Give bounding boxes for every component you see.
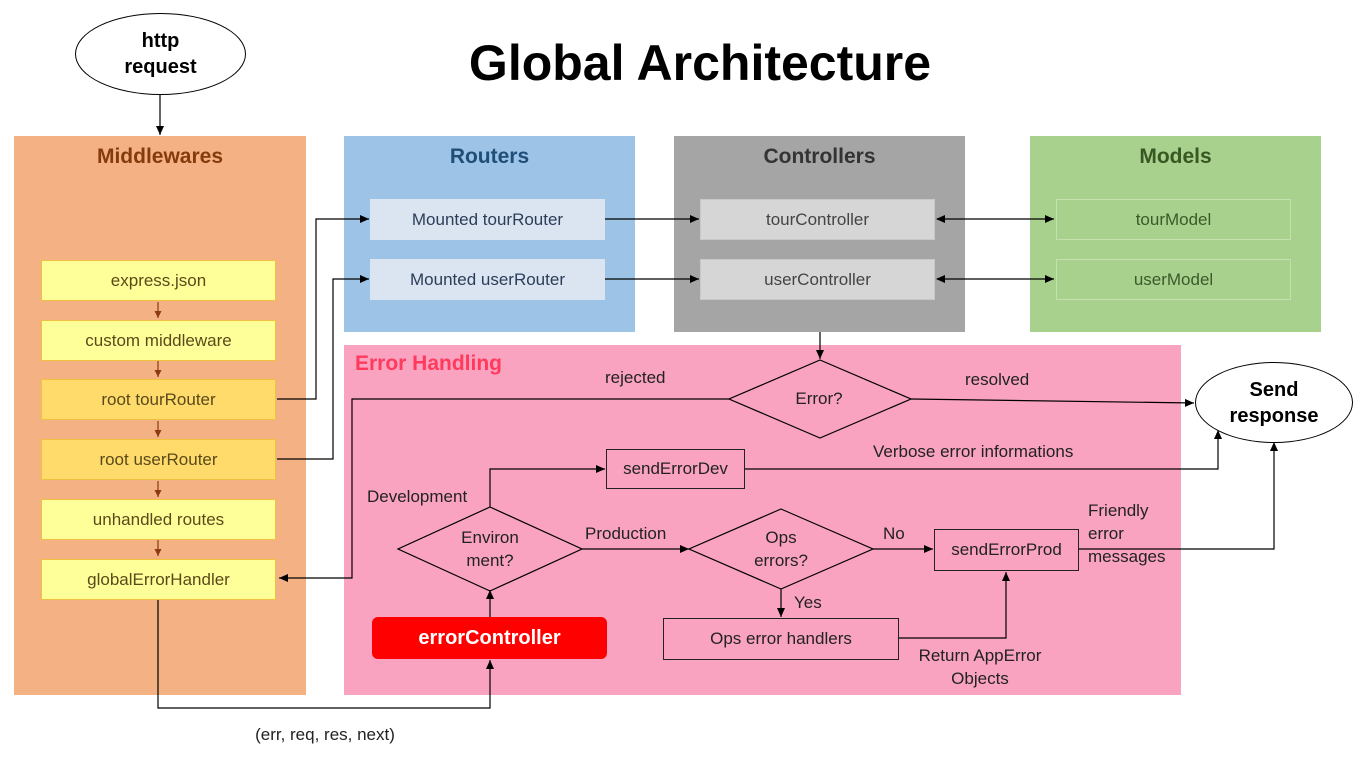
tour-controller: tourController <box>700 199 935 240</box>
environment-label-text: Environ ment? <box>461 528 519 570</box>
http-request-label: http request <box>124 30 197 78</box>
middleware-express-json: express.json <box>41 260 276 301</box>
environment-label: Environ ment? <box>440 527 540 573</box>
middlewares-title: Middlewares <box>96 145 224 168</box>
error-controller-box: errorController <box>372 617 607 659</box>
routers-title: Routers <box>449 145 530 168</box>
verbose-label: Verbose error informations <box>873 442 1074 461</box>
send-response-label: Send response <box>1229 378 1319 427</box>
yes-label: Yes <box>794 593 822 612</box>
production-label: Production <box>585 524 667 543</box>
user-controller: userController <box>700 259 935 300</box>
signature-label: (err, req, res, next) <box>255 724 395 744</box>
ops-errors-label-text: Ops errors? <box>754 528 808 570</box>
middleware-unhandled-routes: unhandled routes <box>41 499 276 540</box>
development-label: Development <box>367 487 468 506</box>
arrow-env-to-dev <box>489 465 605 507</box>
error-handling-title: Error Handling <box>355 352 503 375</box>
middleware-global-error-handler: globalErrorHandler <box>41 559 276 600</box>
environment-diamond <box>396 506 584 592</box>
friendly-label: Friendly error messages <box>1088 500 1188 570</box>
send-response-node: Send response <box>1195 362 1353 443</box>
user-model: userModel <box>1056 259 1291 300</box>
arrow-tour-root-to-mounted <box>277 215 369 400</box>
send-error-prod-box: sendErrorProd <box>934 529 1079 571</box>
arrow-handlers-to-prod <box>899 572 1010 639</box>
arrow-prod-to-send <box>1079 442 1278 550</box>
ops-errors-diamond <box>687 508 875 590</box>
mounted-user-router: Mounted userRouter <box>370 259 605 300</box>
middleware-root-user-router: root userRouter <box>41 439 276 480</box>
send-error-dev-box: sendErrorDev <box>606 449 745 489</box>
error-diamond <box>727 359 913 439</box>
middleware-root-tour-router: root tourRouter <box>41 379 276 420</box>
arrow-handler-to-errorcontroller <box>157 600 494 709</box>
resolved-label: resolved <box>965 370 1030 389</box>
return-apperror-label: Return AppError Objects <box>905 645 1055 691</box>
middleware-custom: custom middleware <box>41 320 276 361</box>
page-title: Global Architecture <box>468 35 932 91</box>
models-title: Models <box>1139 145 1212 168</box>
http-request-node: http request <box>75 13 246 95</box>
controllers-title: Controllers <box>763 145 876 168</box>
arrow-user-root-to-mounted <box>277 275 369 460</box>
mounted-tour-router: Mounted tourRouter <box>370 199 605 240</box>
return-apperror-label-text: Return AppError Objects <box>918 646 1042 688</box>
arrow-dev-to-send <box>745 430 1222 470</box>
error-check-label: Error? <box>795 388 843 408</box>
rejected-label: rejected <box>605 368 666 387</box>
ops-error-handlers-box: Ops error handlers <box>663 618 899 660</box>
arrow-resolved <box>910 398 1195 407</box>
no-label: No <box>883 524 905 543</box>
arrow-rejected <box>279 398 729 582</box>
friendly-label-text: Friendly error messages <box>1088 501 1166 566</box>
tour-model: tourModel <box>1056 199 1291 240</box>
ops-errors-label: Ops errors? <box>731 527 831 573</box>
